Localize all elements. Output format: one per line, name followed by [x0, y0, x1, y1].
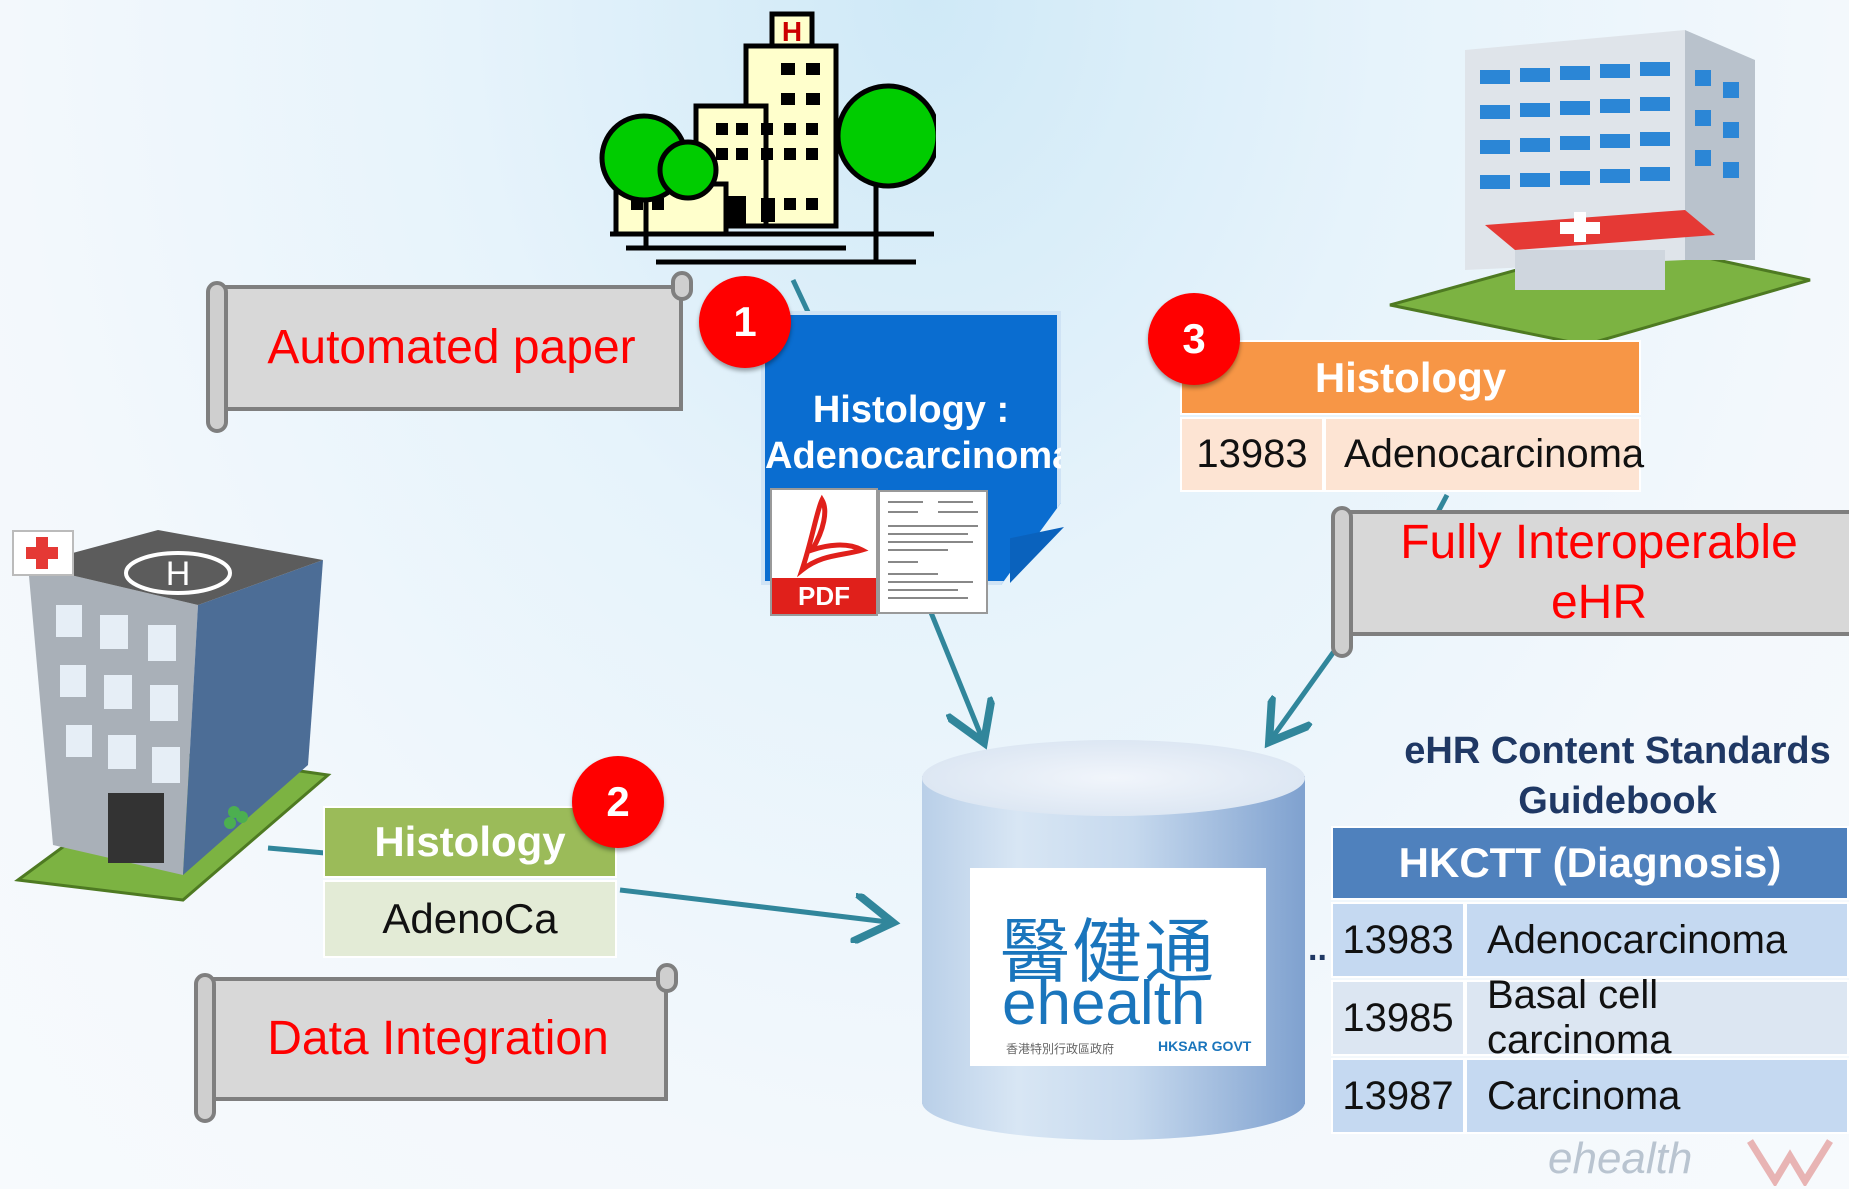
footer-emblem-icon — [1747, 1139, 1833, 1186]
pdf-label: PDF — [772, 578, 876, 614]
svg-text:H: H — [166, 555, 191, 593]
arrow-integration-to-db — [619, 887, 888, 922]
pdf-file-icon: PDF — [770, 488, 878, 616]
guidebook-title-line2: Guidebook — [1518, 780, 1717, 822]
hkctt-row-term: Adenocarcinoma — [1465, 902, 1849, 978]
interop-table-code: 13983 — [1180, 417, 1324, 492]
connector-hospital-pdf — [790, 278, 811, 314]
hkctt-row-term: Carcinoma — [1465, 1058, 1849, 1134]
arrow-pdf-to-db — [927, 609, 982, 738]
banner-interop-line2: eHR — [1550, 576, 1647, 629]
pdf-title-line1: Histology : — [812, 389, 1010, 431]
ehealth-chinese-name: 醫健通 — [1000, 911, 1216, 993]
banner-fully-interoperable-text: Fully Interoperable eHR — [1400, 513, 1798, 633]
step-badge-1: 1 — [699, 276, 791, 368]
scroll-roll-right — [671, 271, 693, 301]
footer-ehealth-logo: ehealth — [1548, 1134, 1693, 1183]
hospital-left-icon: H — [12, 530, 332, 902]
connector-table3-interop — [1435, 493, 1450, 514]
pdf-title-line2: Adenocarcinoma — [765, 435, 1074, 477]
acrobat-icon — [796, 494, 869, 578]
database-cylinder-top — [922, 740, 1305, 816]
interop-table-header: Histology — [1180, 340, 1641, 415]
banner-automated-paper-text: Automated paper — [267, 321, 636, 374]
hkctt-row-code: 13983 — [1331, 902, 1465, 978]
banner-interop-line1: Fully Interoperable — [1400, 516, 1798, 569]
pdf-title: Histology : Adenocarcinoma — [765, 387, 1074, 479]
arrow-interop-to-db — [1272, 648, 1338, 738]
integration-table-value: AdenoCa — [323, 880, 617, 958]
guidebook-title: eHR Content Standards Guidebook — [1390, 726, 1845, 826]
hospital-clipart-icon: H — [599, 11, 936, 265]
ehealth-brand: ehealth — [1002, 969, 1206, 1038]
hkctt-table-header: HKCTT (Diagnosis) — [1331, 826, 1849, 900]
scroll-roll-left — [194, 973, 216, 1123]
banner-fully-interoperable: Fully Interoperable eHR — [1331, 506, 1849, 658]
step-badge-3: 3 — [1148, 293, 1240, 385]
report-thumbnail-icon — [878, 490, 988, 614]
scroll-roll-right — [656, 963, 678, 993]
guidebook-title-line1: eHR Content Standards — [1404, 730, 1831, 772]
ehealth-sub-cn: 香港特別行政區政府 — [1006, 1042, 1115, 1056]
ehealth-sub-en: HKSAR GOVT — [1158, 1038, 1252, 1054]
hkctt-row-code: 13987 — [1331, 1058, 1465, 1134]
interop-table-value: Adenocarcinoma — [1324, 417, 1644, 492]
hkctt-ellipsis: .. — [1308, 930, 1327, 968]
hkctt-row-term: Basal cell carcinoma — [1465, 973, 1849, 1062]
scroll-roll-left — [1331, 506, 1353, 658]
banner-data-integration: Data Integration — [194, 963, 678, 1123]
step-badge-2: 2 — [572, 756, 664, 848]
hkctt-row-code: 13985 — [1331, 980, 1465, 1056]
banner-automated-paper: Automated paper — [206, 271, 693, 433]
connector-hospital-integration — [267, 845, 326, 856]
ehealth-logo: 醫健通 ehealth 香港特別行政區政府 HKSAR GOVT — [970, 868, 1266, 1066]
hospital-sign-text: H — [782, 16, 802, 47]
scroll-roll-left — [206, 281, 228, 433]
integration-table-header: Histology — [323, 806, 617, 878]
hospital-right-icon — [1389, 30, 1811, 347]
banner-data-integration-text: Data Integration — [267, 1012, 609, 1065]
